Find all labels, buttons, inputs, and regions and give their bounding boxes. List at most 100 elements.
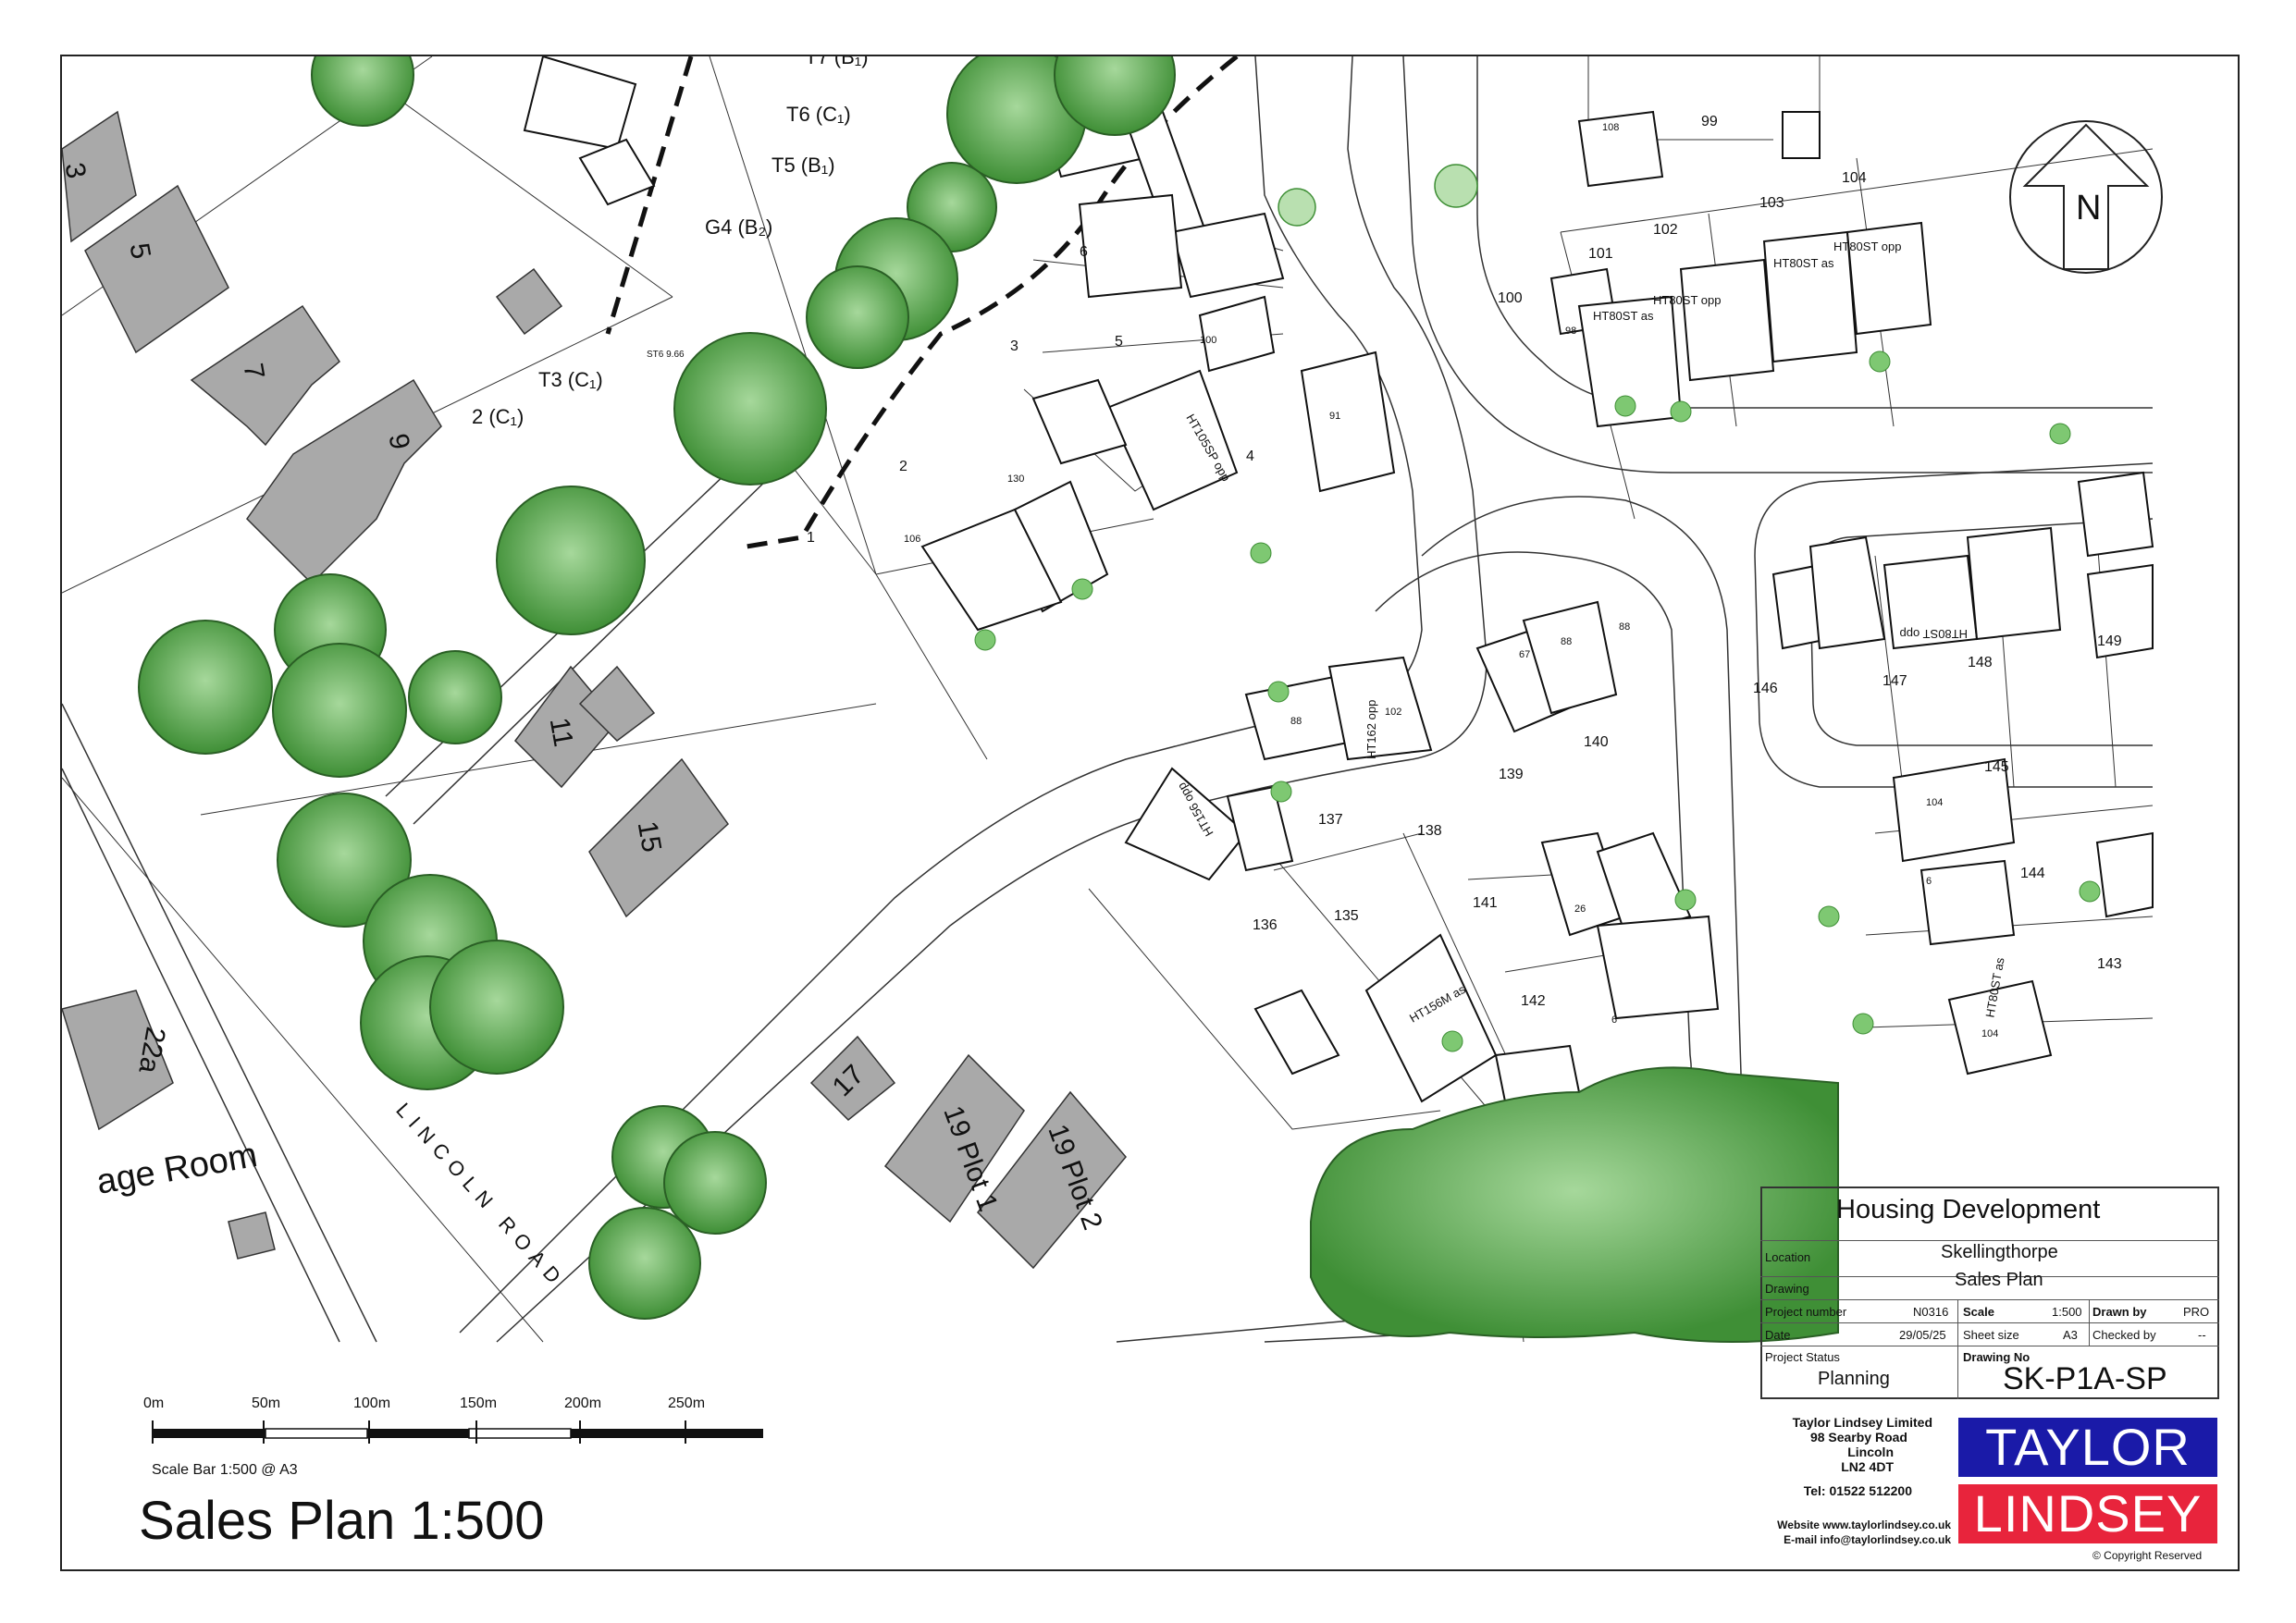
date-label: Date [1765, 1328, 1791, 1342]
site-map: N 1 2 3 4 5 6 99 100 101 102 103 104 135… [62, 56, 2163, 1444]
drawing-no-label: Drawing No [1963, 1350, 2031, 1364]
north-label: N [2076, 189, 2101, 227]
hatched-trees [1278, 164, 1478, 227]
plot-label: 147 [1882, 673, 1907, 689]
logo-lindsey: LINDSEY [1958, 1484, 2217, 1543]
plot-tag: 88 [1561, 636, 1572, 647]
room-label: age Room [93, 1136, 260, 1202]
plot-tag: 88 [1619, 621, 1630, 633]
plot-tag: 26 [1574, 904, 1586, 915]
drawn-by-label: Drawn by [2092, 1305, 2147, 1319]
tree-label-t7: T7 (B₁) [805, 56, 869, 68]
plot-label: 136 [1253, 917, 1278, 933]
plot-tag: 91 [1329, 411, 1340, 422]
plot-label: 138 [1417, 823, 1442, 839]
company-website: Website www.taylorlindsey.co.uk [1777, 1518, 1951, 1531]
plot-label: 100 [1498, 290, 1523, 306]
checked-by-label: Checked by [2092, 1328, 2156, 1342]
tree-labels: T7 (B₁) T6 (C₁) T5 (B₁) G4 (B₂) T3 (C₁) … [472, 56, 869, 428]
house-number: 15 [632, 818, 667, 855]
plot-label: 139 [1499, 767, 1524, 782]
plot-label: 6 [1080, 244, 1088, 260]
sheet-size-value: A3 [2063, 1328, 2078, 1342]
project-title: Housing Development [1836, 1195, 2101, 1224]
scale-tick: 100m [353, 1396, 391, 1411]
tree-label-t3: T3 (C₁) [538, 368, 603, 391]
plot-label: 99 [1701, 114, 1718, 129]
scale-tick: 0m [143, 1396, 165, 1411]
plot-labels: 1 2 3 4 5 6 99 100 101 102 103 104 135 1… [807, 114, 2122, 1009]
drawing-value: Sales Plan [1955, 1270, 2043, 1290]
scale-bar [152, 1420, 763, 1444]
existing-properties [62, 110, 1127, 1270]
plot-label: 148 [1968, 655, 1993, 670]
date-value: 29/05/25 [1899, 1328, 1946, 1342]
project-number-label: Project number [1765, 1305, 1847, 1319]
survey-station: ST6 9.66 [647, 350, 685, 360]
scale-tick: 250m [668, 1396, 706, 1411]
plot-label: 5 [1115, 334, 1123, 350]
plot-label: 143 [2097, 956, 2122, 972]
new-houses [523, 56, 2154, 1103]
house-number: 5 [124, 240, 156, 261]
plot-tag: 98 [1565, 326, 1576, 337]
tree-label-t6: T6 (C₁) [786, 103, 851, 126]
scale-tick: 150m [460, 1396, 498, 1411]
tree-label-g4: G4 (B₂) [705, 215, 772, 239]
plot-tag: 108 [1602, 122, 1619, 133]
house-type: HT80ST opp [1833, 240, 1901, 253]
sheet-size-label: Sheet size [1963, 1328, 2019, 1342]
north-arrow [2009, 120, 2163, 274]
location-label: Location [1765, 1250, 1811, 1264]
plot-tags: 106 98 88 91 108 130 100 88 67 102 88 26… [904, 122, 1998, 1039]
house-number: 11 [544, 715, 579, 748]
plot-label: 4 [1246, 449, 1254, 464]
plot-tag: 100 [1200, 335, 1216, 346]
plot-tag: 104 [1981, 1028, 1998, 1039]
status-label: Project Status [1765, 1350, 1840, 1364]
plot-label: 146 [1753, 681, 1778, 696]
drawn-by-value: PRO [2183, 1305, 2210, 1319]
scale-note: Scale Bar 1:500 @ A3 [152, 1462, 298, 1478]
plot-tag: 6 [1926, 876, 1932, 887]
plot-label: 141 [1473, 895, 1498, 911]
company-name: Taylor Lindsey Limited [1792, 1415, 1932, 1430]
plot-label: 142 [1521, 993, 1546, 1009]
plot-tag: 130 [1007, 473, 1024, 485]
checked-by-value: -- [2198, 1328, 2206, 1342]
plot-tag: 88 [1290, 716, 1302, 727]
location-value: Skellingthorpe [1941, 1242, 2058, 1262]
plot-tag: 6 [1611, 1014, 1617, 1026]
house-type: HT80ST opp [1900, 627, 1968, 641]
scale-tick: 200m [564, 1396, 602, 1411]
existing-trees [138, 56, 1176, 1320]
plot-label: 102 [1653, 222, 1678, 238]
status-value: Planning [1818, 1369, 1890, 1389]
company-postcode: LN2 4DT [1841, 1459, 1894, 1474]
company-address: 98 Searby Road [1809, 1430, 1907, 1445]
project-number-value: N0316 [1913, 1305, 1949, 1319]
copyright: © Copyright Reserved [2092, 1549, 2203, 1562]
company-tel: Tel: 01522 512200 [1803, 1483, 1912, 1498]
plot-tag: 104 [1926, 797, 1943, 808]
plot-label: 135 [1334, 908, 1359, 924]
plot-label: 137 [1318, 812, 1343, 828]
drawing-frame: N 1 2 3 4 5 6 99 100 101 102 103 104 135… [60, 55, 2240, 1571]
plot-label: 1 [807, 530, 815, 546]
plot-label: 101 [1588, 246, 1613, 262]
house-number: 7 [238, 361, 270, 381]
plot-label: 149 [2097, 633, 2122, 649]
plot-tag: 67 [1519, 649, 1530, 660]
house-type: HT162 opp [1364, 700, 1378, 759]
plot-label: 145 [1984, 759, 2009, 775]
plot-label: 144 [2020, 866, 2045, 881]
house-number: 3 [62, 160, 92, 180]
house-number: 9 [383, 431, 415, 451]
tree-belt [1310, 1066, 1839, 1343]
scale-tick: 50m [252, 1396, 281, 1411]
house-type: HT80ST as [1593, 309, 1654, 323]
plot-label: 103 [1759, 195, 1784, 211]
new-trees [974, 350, 2101, 1052]
tree-label-t5: T5 (B₁) [772, 154, 835, 177]
scale-label: Scale [1963, 1305, 1994, 1319]
